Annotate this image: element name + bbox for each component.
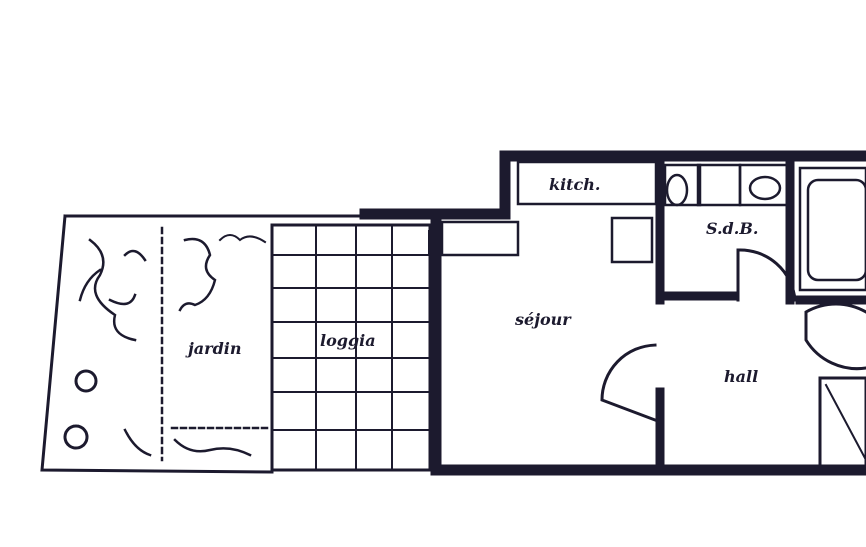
bathroom-fixtures (663, 163, 866, 292)
exterior-walls (359, 150, 866, 476)
room-label-hall: hall (724, 367, 758, 386)
room-label-loggia: loggia (320, 331, 376, 350)
doors (600, 248, 866, 470)
room-label-kitchen: kitch. (549, 175, 601, 194)
toilet-icon (665, 173, 689, 207)
bathtub-icon (798, 166, 866, 292)
interior-walls (655, 155, 866, 470)
door-swing-icon (736, 248, 797, 302)
door-swing-icon (804, 302, 866, 371)
door-swing-icon (600, 343, 657, 422)
shrub-icon (74, 369, 98, 393)
room-label-garden: jardin (185, 339, 241, 358)
room-label-bathroom: S.d.B. (706, 219, 758, 238)
sink-icon (748, 175, 782, 201)
loggia-tiles (270, 223, 432, 472)
kitchen-fixtures (440, 160, 658, 264)
shrub-icon (63, 424, 89, 450)
garden-area (40, 214, 367, 474)
room-label-living: séjour (514, 310, 572, 329)
